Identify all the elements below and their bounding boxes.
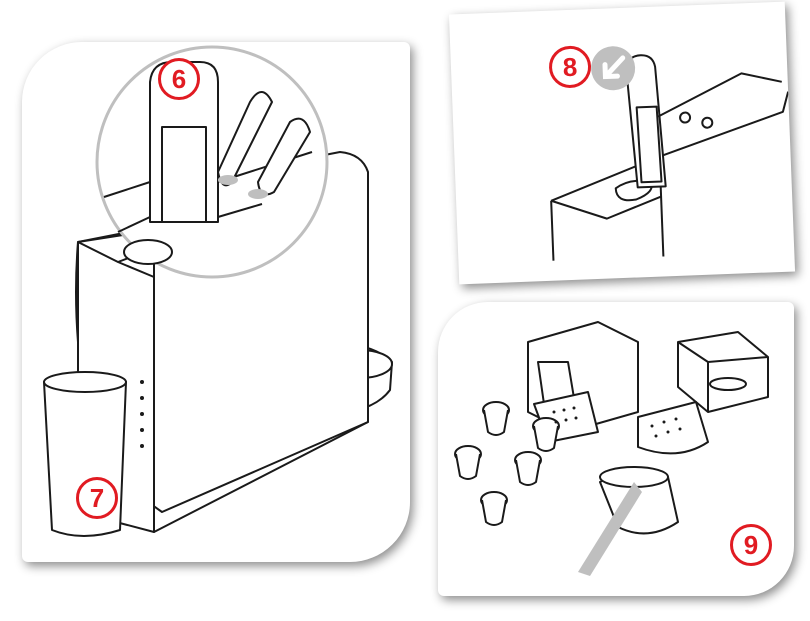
panel-step-9: 9 [438,302,794,596]
parts-illustration [454,321,769,576]
step-number: 6 [171,63,187,94]
machine-illustration [43,45,393,537]
step-9-badge: 9 [730,524,772,566]
lever-illustration [550,46,790,261]
step-number: 7 [89,482,105,513]
step-number: 9 [743,529,759,560]
step-7-badge: 7 [76,477,118,519]
step-number: 8 [562,51,578,82]
panel-step-8: 8 [448,1,796,285]
step-6-badge: 6 [158,58,200,100]
panel-step-6-7: 6 7 [22,42,410,562]
